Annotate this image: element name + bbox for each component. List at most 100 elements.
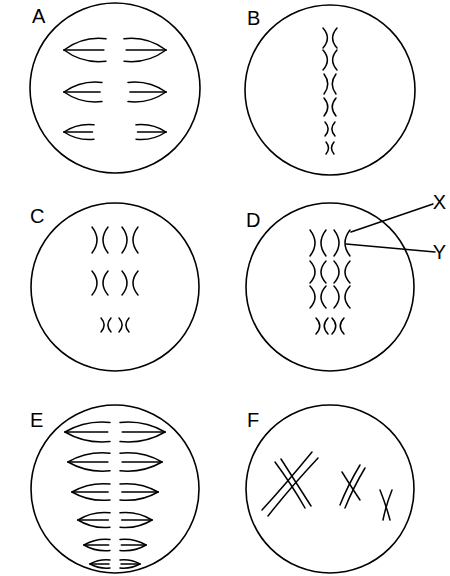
separating-chromosome — [68, 462, 110, 471]
chromatid — [324, 318, 328, 334]
separating-chromosome — [128, 92, 166, 102]
chromatid — [133, 271, 138, 295]
chromatid — [345, 286, 350, 308]
chromatid — [342, 472, 360, 500]
cell-outline — [31, 405, 199, 573]
separating-chromosome — [124, 50, 166, 62]
chromatid — [326, 142, 329, 154]
cell-letter: C — [30, 206, 44, 226]
separating-chromosome — [124, 38, 166, 50]
chromatid — [321, 261, 326, 283]
chromatid — [126, 318, 129, 332]
separating-chromosome — [72, 492, 110, 500]
chromatid — [268, 458, 318, 516]
chromatid — [345, 468, 365, 508]
chromatid — [333, 28, 337, 48]
chromatid — [332, 318, 336, 334]
chromatid — [103, 271, 108, 295]
separating-chromosome — [64, 125, 94, 133]
separating-chromosome — [64, 132, 94, 140]
chromatid — [262, 452, 312, 510]
separating-chromosome — [64, 49, 104, 51]
leader-line — [351, 204, 433, 232]
separating-chromosome — [84, 544, 109, 546]
separating-chromosome — [122, 519, 152, 521]
separating-chromosome — [121, 563, 140, 565]
separating-chromosome — [68, 461, 108, 463]
separating-chromosome — [84, 539, 110, 545]
separating-chromosome — [120, 564, 140, 568]
separating-chromosome — [84, 545, 110, 551]
chromatid — [310, 286, 315, 308]
separating-chromosome — [120, 513, 152, 521]
leader-line — [346, 244, 435, 252]
separating-chromosome — [64, 50, 106, 62]
chromatid — [310, 261, 315, 283]
chromatid — [332, 122, 335, 136]
chromatid — [325, 122, 328, 136]
separating-chromosome — [64, 82, 102, 92]
separating-chromosome — [90, 560, 110, 564]
chromatid — [310, 230, 315, 256]
cell-letter: D — [246, 210, 260, 230]
separating-chromosome — [64, 92, 102, 102]
separating-chromosome — [122, 461, 162, 463]
separating-chromosome — [72, 491, 108, 493]
cell-outline — [30, 3, 200, 173]
chromatid — [92, 271, 97, 295]
separating-chromosome — [64, 131, 93, 133]
separating-chromosome — [120, 422, 165, 432]
cell-outline — [246, 203, 414, 371]
chromatid — [275, 462, 305, 508]
chromatid — [133, 227, 138, 253]
separating-chromosome — [78, 513, 110, 521]
separating-chromosome — [68, 453, 110, 462]
cell-outline — [245, 5, 415, 175]
chromatid — [334, 230, 339, 256]
chromatid — [333, 50, 337, 70]
chromatid — [332, 98, 336, 116]
separating-chromosome — [136, 132, 166, 140]
separating-chromosome — [90, 563, 109, 565]
separating-chromosome — [120, 539, 146, 545]
separating-chromosome — [128, 82, 166, 92]
separating-chromosome — [122, 431, 165, 433]
separating-chromosome — [120, 484, 158, 492]
chromatid — [340, 318, 344, 334]
separating-chromosome — [64, 38, 106, 50]
separating-chromosome — [122, 491, 158, 493]
separating-chromosome — [121, 544, 146, 546]
separating-chromosome — [120, 492, 158, 500]
chromatid — [380, 490, 390, 520]
chromatid — [321, 230, 326, 256]
chromatid — [108, 318, 111, 332]
chromatid — [324, 74, 328, 94]
separating-chromosome — [64, 91, 100, 93]
separating-chromosome — [65, 432, 110, 442]
separating-chromosome — [120, 545, 146, 551]
separating-chromosome — [130, 91, 166, 93]
cell-outline — [246, 405, 414, 573]
separating-chromosome — [120, 453, 162, 462]
chromatid — [332, 142, 335, 154]
chromatid — [321, 286, 326, 308]
chromatid — [323, 28, 327, 48]
chromatid — [103, 227, 108, 253]
cell-letter: F — [247, 410, 259, 430]
chromatid — [92, 227, 97, 253]
separating-chromosome — [78, 519, 108, 521]
part-label: X — [433, 192, 446, 212]
separating-chromosome — [120, 462, 162, 471]
cell-letter: E — [30, 410, 43, 430]
separating-chromosome — [65, 422, 110, 432]
chromatid — [345, 230, 350, 256]
chromatid — [122, 227, 127, 253]
chromatid — [316, 318, 320, 334]
chromatid — [334, 286, 339, 308]
chromatid — [334, 261, 339, 283]
chromatid — [101, 318, 104, 332]
chromatid — [383, 490, 392, 520]
chromatid — [119, 318, 122, 332]
separating-chromosome — [90, 564, 110, 568]
